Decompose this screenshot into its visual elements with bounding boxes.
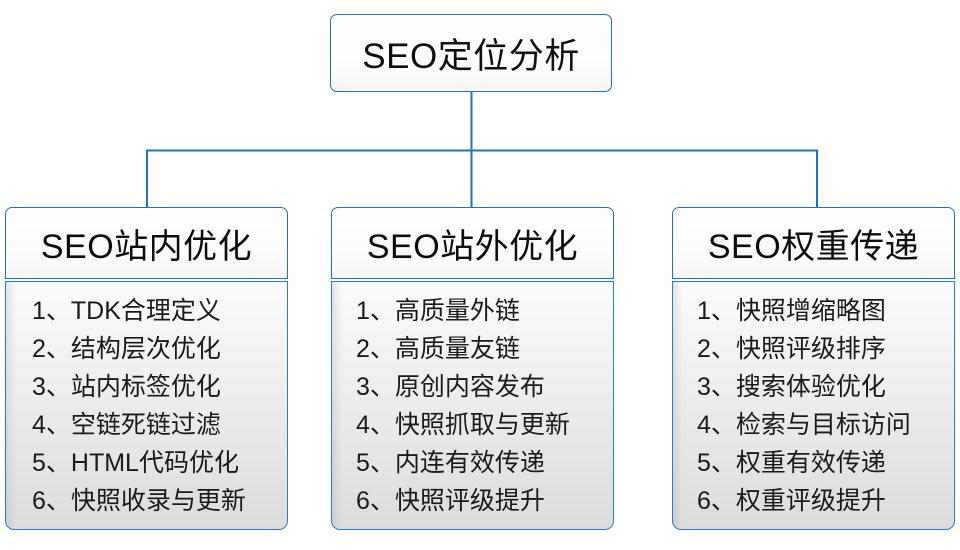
branch-item-list-2: 1、高质量外链 2、高质量友链 3、原创内容发布 4、快照抓取与更新 5、内连有… bbox=[332, 292, 613, 520]
list-item: 6、权重评级提升 bbox=[697, 487, 886, 515]
list-item: 1、高质量外链 bbox=[356, 297, 520, 325]
list-item: 1、TDK合理定义 bbox=[32, 297, 221, 325]
list-item: 3、站内标签优化 bbox=[32, 373, 221, 401]
list-item: 5、HTML代码优化 bbox=[32, 449, 239, 477]
root-node-title: SEO定位分析 bbox=[362, 36, 580, 76]
branch-header-2[interactable]: SEO站外优化 bbox=[331, 207, 614, 279]
branch-header-title-1: SEO站内优化 bbox=[40, 227, 253, 266]
branch-column-2: SEO站外优化 1、高质量外链 2、高质量友链 3、原创内容发布 4、快照抓取与… bbox=[331, 207, 614, 530]
list-item: 6、快照评级提升 bbox=[356, 487, 545, 515]
list-item: 2、高质量友链 bbox=[356, 335, 520, 363]
list-item: 1、快照增缩略图 bbox=[697, 297, 886, 325]
branch-column-3: SEO权重传递 1、快照增缩略图 2、快照评级排序 3、搜索体验优化 4、检索与… bbox=[672, 207, 955, 530]
list-item: 5、权重有效传递 bbox=[697, 449, 886, 477]
branch-header-3[interactable]: SEO权重传递 bbox=[672, 207, 955, 279]
list-item: 3、原创内容发布 bbox=[356, 373, 545, 401]
root-node[interactable]: SEO定位分析 bbox=[330, 14, 612, 92]
list-item: 6、快照收录与更新 bbox=[32, 487, 246, 515]
branch-header-title-3: SEO权重传递 bbox=[707, 227, 920, 266]
branch-column-1: SEO站内优化 1、TDK合理定义 2、结构层次优化 3、站内标签优化 4、空链… bbox=[5, 207, 288, 530]
branch-body-3: 1、快照增缩略图 2、快照评级排序 3、搜索体验优化 4、检索与目标访问 5、权… bbox=[672, 281, 955, 530]
branch-item-list-1: 1、TDK合理定义 2、结构层次优化 3、站内标签优化 4、空链死链过滤 5、H… bbox=[6, 292, 287, 520]
list-item: 2、结构层次优化 bbox=[32, 335, 221, 363]
branch-header-title-2: SEO站外优化 bbox=[366, 227, 579, 266]
list-item: 5、内连有效传递 bbox=[356, 449, 545, 477]
list-item: 4、空链死链过滤 bbox=[32, 411, 221, 439]
branch-body-1: 1、TDK合理定义 2、结构层次优化 3、站内标签优化 4、空链死链过滤 5、H… bbox=[5, 281, 288, 530]
branch-header-1[interactable]: SEO站内优化 bbox=[5, 207, 288, 279]
list-item: 2、快照评级排序 bbox=[697, 335, 886, 363]
list-item: 4、检索与目标访问 bbox=[697, 411, 911, 439]
list-item: 3、搜索体验优化 bbox=[697, 373, 886, 401]
branch-body-2: 1、高质量外链 2、高质量友链 3、原创内容发布 4、快照抓取与更新 5、内连有… bbox=[331, 281, 614, 530]
list-item: 4、快照抓取与更新 bbox=[356, 411, 570, 439]
branch-item-list-3: 1、快照增缩略图 2、快照评级排序 3、搜索体验优化 4、检索与目标访问 5、权… bbox=[673, 292, 954, 520]
